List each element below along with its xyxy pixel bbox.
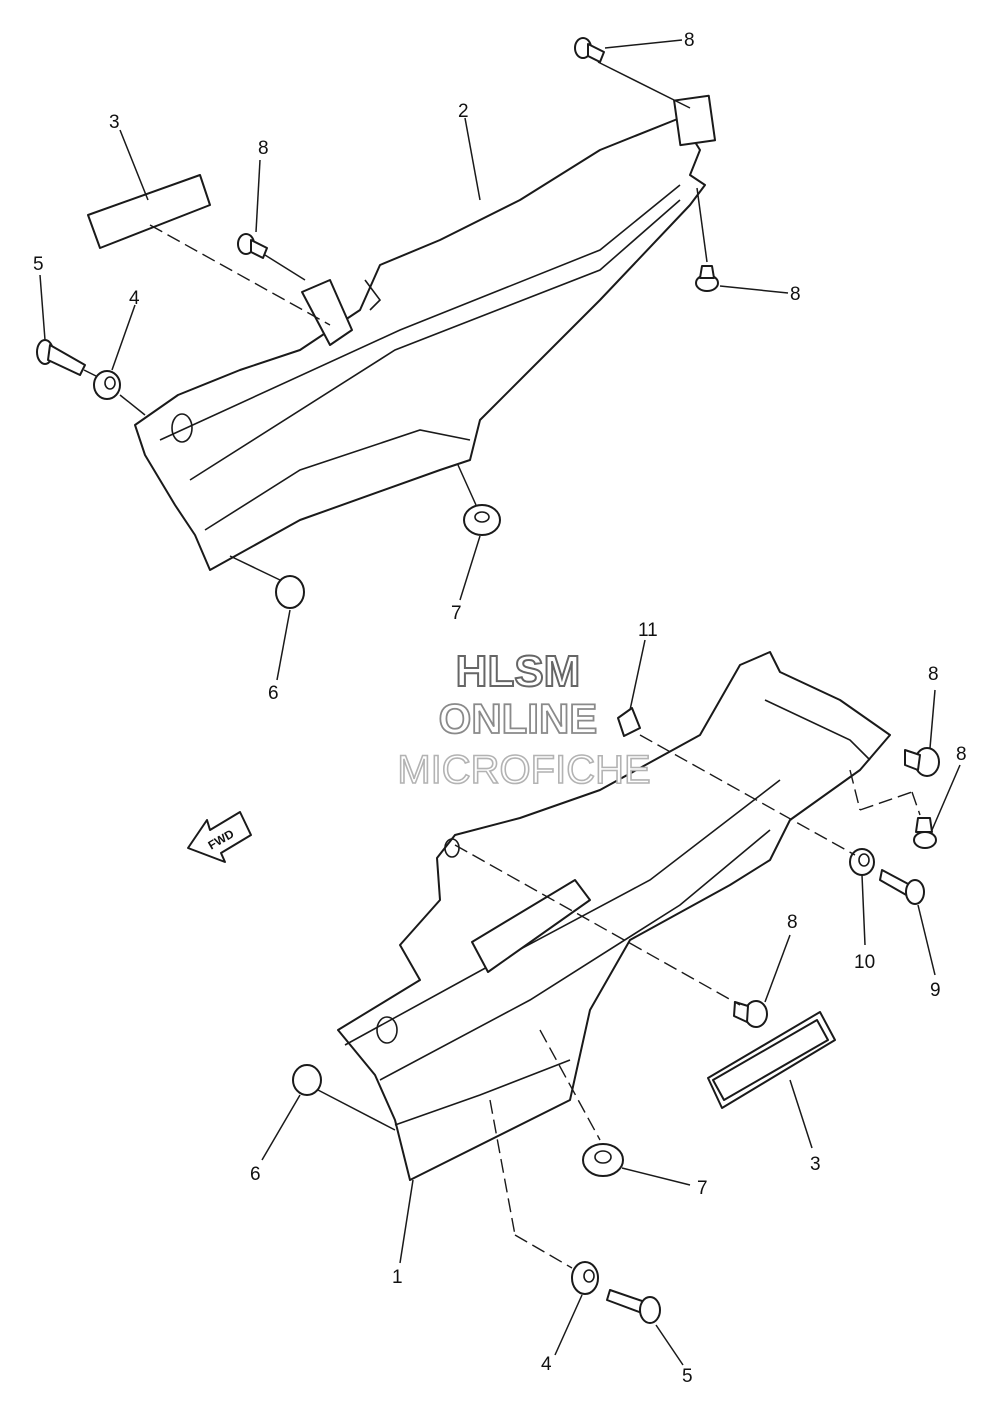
upper-side-cover-assembly [36, 37, 789, 681]
label-8-lower-a: 8 [928, 664, 939, 685]
label-7-upper: 7 [451, 603, 462, 624]
label-4-lower: 4 [541, 1354, 552, 1375]
bracket-11 [617, 707, 641, 737]
label-10: 10 [854, 952, 875, 973]
bolt-5-upper [36, 339, 86, 376]
grommet-7-upper [463, 504, 501, 536]
label-8-right: 8 [790, 284, 801, 305]
lower-labels: 11 8 8 8 10 9 6 3 7 1 4 5 [250, 620, 967, 1387]
fwd-arrow: FWD [187, 811, 252, 863]
label-2: 2 [458, 101, 469, 122]
clip-8-lower-c [733, 1000, 768, 1028]
label-6-lower: 6 [250, 1164, 261, 1185]
watermark-line1: HLSM [456, 647, 581, 696]
cover-1-hole [376, 1016, 398, 1044]
collar-4-upper [93, 370, 121, 400]
label-11: 11 [638, 620, 658, 641]
clip-8-right [695, 265, 719, 292]
lower-side-cover-assembly [261, 639, 961, 1366]
bolt-5-lower [606, 1289, 661, 1324]
label-8-lower-c: 8 [787, 912, 798, 933]
clip-8-lower-b [913, 817, 937, 849]
collar-10 [849, 848, 875, 876]
watermark-line2: ONLINE [439, 695, 598, 742]
label-4-upper: 4 [129, 288, 140, 309]
side-cover-2 [134, 117, 706, 571]
label-7-lower: 7 [697, 1178, 708, 1199]
watermark-line3: MICROFICHE [397, 748, 650, 792]
emblem-3-lower [707, 1011, 836, 1109]
collar-4-lower [571, 1261, 599, 1295]
bolt-9 [879, 869, 925, 905]
damper-6-lower [292, 1064, 322, 1096]
label-3-lower: 3 [810, 1154, 821, 1175]
label-1: 1 [392, 1267, 403, 1288]
damper-6-upper [275, 575, 305, 609]
clip-8-mid [237, 233, 268, 259]
label-8-lower-b: 8 [956, 744, 967, 765]
upper-labels: 8 2 3 8 5 4 8 7 6 [33, 30, 801, 704]
grommet-7-lower [582, 1143, 624, 1177]
label-8-top: 8 [684, 30, 695, 51]
side-cover-1 [337, 651, 891, 1181]
clip-8-lower-a [904, 747, 940, 777]
emblem-3-upper [87, 174, 211, 249]
label-5-lower: 5 [682, 1366, 693, 1387]
grommet-hole [171, 413, 193, 443]
label-8-mid: 8 [258, 138, 269, 159]
label-3-upper: 3 [109, 112, 120, 133]
label-6-upper: 6 [268, 683, 279, 704]
watermark: HLSM ONLINE MICROFICHE [397, 646, 652, 793]
label-5-upper: 5 [33, 254, 44, 275]
clip-8-top [574, 37, 605, 63]
label-9: 9 [930, 980, 941, 1001]
